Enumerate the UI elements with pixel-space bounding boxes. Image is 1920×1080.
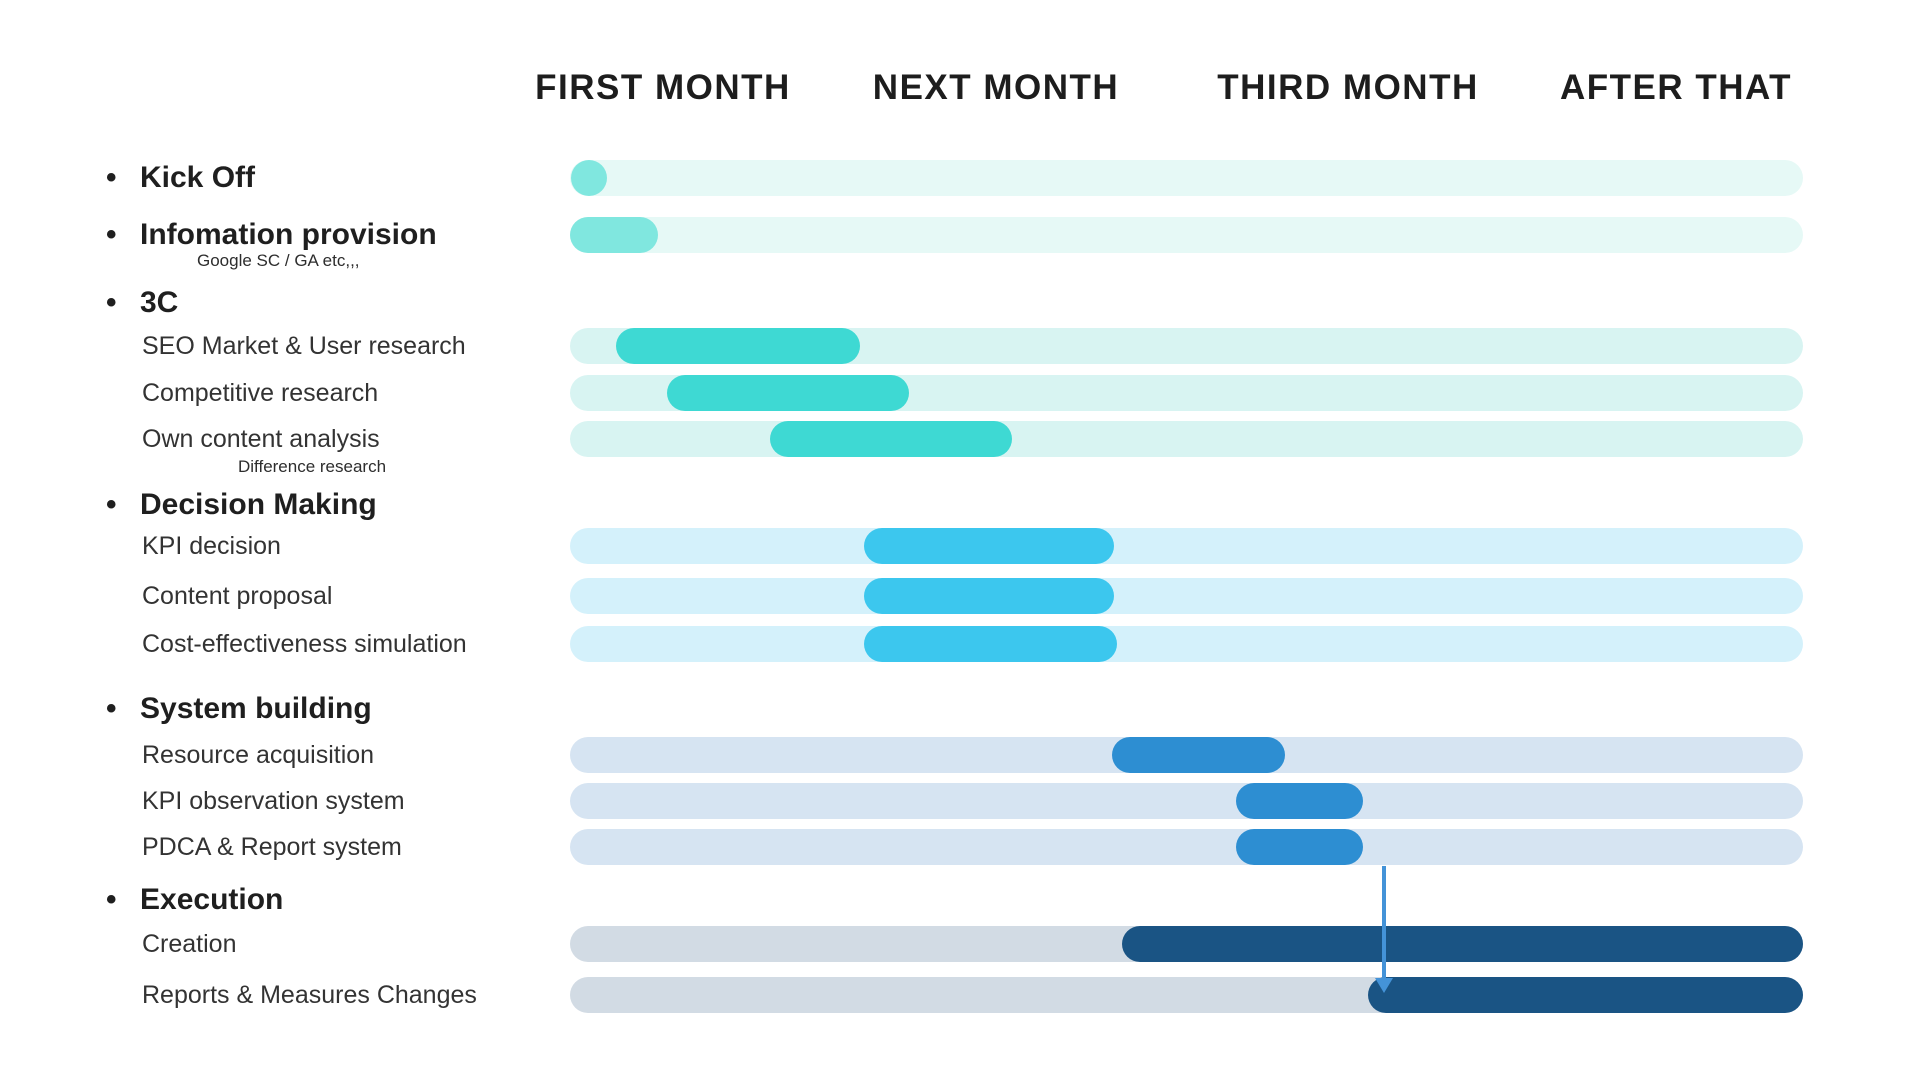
label-note-difference-research-text: Difference research: [238, 457, 387, 476]
label-3c: • 3C: [106, 283, 179, 323]
month-header-after-that: AFTER THAT: [1559, 68, 1793, 107]
label-execution-text: Execution: [140, 883, 284, 916]
bar-kick-off: [571, 160, 607, 196]
track-kpi-decision: [570, 528, 1803, 564]
bar-kpi-observation-system: [1236, 783, 1363, 819]
bar-resource-acquisition: [1112, 737, 1285, 773]
label-reports-measures-changes: Reports & Measures Changes: [142, 977, 477, 1013]
bar-seo-market-user-research: [616, 328, 860, 364]
bullet-icon: •: [106, 286, 117, 319]
label-3c-text: 3C: [140, 286, 179, 319]
label-kpi-observation-system-text: KPI observation system: [142, 786, 405, 815]
track-own-content-analysis: [570, 421, 1803, 457]
bar-content-proposal: [864, 578, 1114, 614]
label-creation: Creation: [142, 926, 237, 962]
month-header-next-month: NEXT MONTH: [872, 68, 1120, 107]
label-note-google-sc-ga: Google SC / GA etc,,,: [197, 250, 360, 272]
label-cost-effectiveness-simulation-text: Cost-effectiveness simulation: [142, 629, 467, 658]
label-pdca-report-system-text: PDCA & Report system: [142, 832, 402, 861]
track-kick-off: [570, 160, 1803, 196]
track-seo-market-user-research: [570, 328, 1803, 364]
label-competitive-research: Competitive research: [142, 375, 378, 411]
bullet-icon: •: [106, 161, 117, 194]
track-reports-measures-changes: [570, 977, 1803, 1013]
month-header-third-month: THIRD MONTH: [1217, 68, 1479, 107]
label-resource-acquisition: Resource acquisition: [142, 737, 374, 773]
label-content-proposal-text: Content proposal: [142, 581, 333, 610]
label-reports-measures-changes-text: Reports & Measures Changes: [142, 980, 477, 1009]
track-content-proposal: [570, 578, 1803, 614]
label-kpi-decision-text: KPI decision: [142, 531, 281, 560]
bullet-icon: •: [106, 488, 117, 521]
bar-competitive-research: [667, 375, 909, 411]
track-pdca-report-system: [570, 829, 1803, 865]
label-system-building-text: System building: [140, 692, 372, 725]
arrow-line: [1382, 866, 1386, 978]
label-competitive-research-text: Competitive research: [142, 378, 379, 407]
label-own-content-analysis: Own content analysis: [142, 421, 380, 457]
label-note-google-sc-ga-text: Google SC / GA etc,,,: [197, 251, 360, 270]
bullet-icon: •: [106, 692, 117, 725]
track-kpi-observation-system: [570, 783, 1803, 819]
label-creation-text: Creation: [142, 929, 237, 958]
track-competitive-research: [570, 375, 1803, 411]
label-decision-making-text: Decision Making: [140, 488, 377, 521]
bar-creation: [1122, 926, 1803, 962]
bar-pdca-report-system: [1236, 829, 1363, 865]
bullet-icon: •: [106, 883, 117, 916]
label-pdca-report-system: PDCA & Report system: [142, 829, 402, 865]
label-infomation-provision-text: Infomation provision: [140, 218, 437, 251]
bar-own-content-analysis: [770, 421, 1012, 457]
label-resource-acquisition-text: Resource acquisition: [142, 740, 375, 769]
label-kick-off: • Kick Off: [106, 160, 256, 196]
label-seo-market-user-research-text: SEO Market & User research: [142, 331, 466, 360]
label-seo-market-user-research: SEO Market & User research: [142, 328, 466, 364]
label-kpi-decision: KPI decision: [142, 528, 281, 564]
label-kick-off-text: Kick Off: [140, 161, 256, 194]
label-note-difference-research: Difference research: [238, 456, 386, 478]
bullet-icon: •: [106, 218, 117, 251]
bar-cost-effectiveness-simulation: [864, 626, 1117, 662]
track-infomation-provision: [570, 217, 1803, 253]
label-content-proposal: Content proposal: [142, 578, 332, 614]
label-decision-making: • Decision Making: [106, 485, 377, 525]
label-kpi-observation-system: KPI observation system: [142, 783, 405, 819]
track-cost-effectiveness-simulation: [570, 626, 1803, 662]
label-system-building: • System building: [106, 689, 372, 729]
bar-infomation-provision: [570, 217, 658, 253]
bar-reports-measures-changes: [1368, 977, 1803, 1013]
arrow-head-icon: [1375, 978, 1393, 993]
label-own-content-analysis-text: Own content analysis: [142, 424, 380, 453]
label-infomation-provision: • Infomation provision: [106, 215, 437, 255]
track-resource-acquisition: [570, 737, 1803, 773]
label-cost-effectiveness-simulation: Cost-effectiveness simulation: [142, 626, 467, 662]
label-execution: • Execution: [106, 880, 284, 920]
track-creation: [570, 926, 1803, 962]
month-header-first-month: FIRST MONTH: [535, 68, 791, 107]
bar-kpi-decision: [864, 528, 1114, 564]
